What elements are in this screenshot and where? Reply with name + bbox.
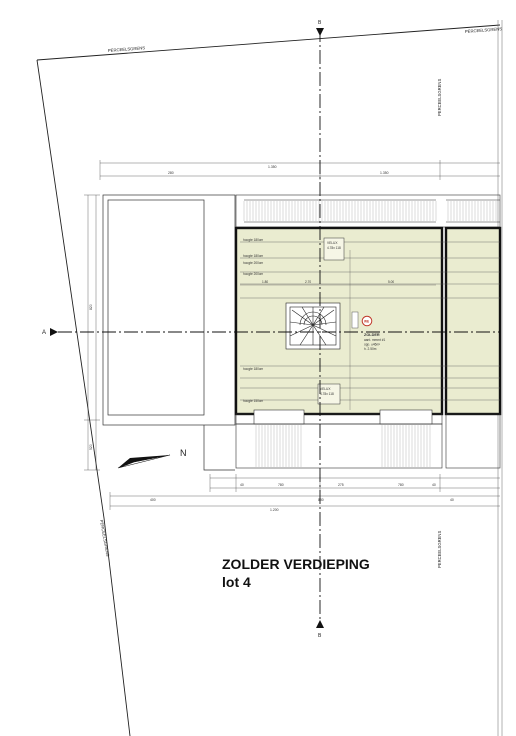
stair-opening: [351, 311, 359, 329]
dim-left-1: 820: [89, 304, 93, 310]
roof-note-6: hoogte 150cm: [243, 399, 264, 403]
roof-gutter-bottom: [235, 409, 501, 469]
window-size-top: 4.78x 118: [327, 246, 341, 250]
room-marker-code: WE: [364, 320, 369, 324]
room-note-1: aant. mmmt #1: [364, 338, 385, 342]
boundary-label-top: PERCEELSGRENS: [108, 45, 146, 53]
boundary-label-right-bottom: PERCEELSGRENS: [437, 531, 442, 568]
boundary-label-left: PERCEELSGRENS: [99, 519, 110, 557]
dimension-lines-left: [84, 194, 100, 471]
section-b-label-bottom: B: [318, 633, 322, 639]
dim-bottom-2: 780: [278, 483, 284, 487]
roof-window-bottom: [317, 383, 341, 405]
gutter-hatch-top: [243, 201, 497, 221]
roof-window-top: [323, 237, 345, 261]
property-boundary: [36, 24, 501, 736]
roof-slope-lines: [240, 241, 500, 401]
roof-note-2: hoogte 180cm: [243, 254, 264, 258]
inner-dim-3: 5.00: [388, 280, 394, 284]
dim-bottom-4: 780: [398, 483, 404, 487]
page-title: ZOLDER VERDIEPING: [222, 556, 370, 572]
left-terrace: [102, 194, 236, 471]
inner-dim-2: 2.70: [305, 280, 311, 284]
dim-bottom2-1: 400: [150, 498, 156, 502]
dim-bottom2-2: 880: [318, 498, 324, 502]
north-arrow: [117, 454, 171, 469]
section-a-label: A: [42, 330, 46, 336]
dim-bottom-3: 275: [338, 483, 344, 487]
boundary-label-top-right: PERCEELSGRENS: [465, 26, 503, 34]
section-b-label-top: B: [318, 20, 322, 26]
inner-dim-1: 1.80: [262, 280, 268, 284]
north-label: N: [180, 448, 187, 458]
dim-top-1: 1.350: [268, 165, 277, 169]
gutter-hatch-bottom: [255, 425, 431, 467]
roof-gutter-top: [235, 194, 501, 228]
room-note-2: opp. ±46m²: [364, 343, 380, 347]
page-subtitle: lot 4: [222, 574, 251, 590]
window-size-bottom: 4.78x 118: [320, 392, 334, 396]
dim-bottom2-3: 40: [450, 498, 454, 502]
inner-dims: [240, 250, 436, 410]
window-label-top: VELUX: [327, 241, 338, 245]
roof-note-3: hoogte 200cm: [243, 261, 264, 265]
dimension-lines-top: [99, 160, 500, 180]
roof-note-1: hoogte 180cm: [243, 238, 264, 242]
dimension-lines-bottom: [109, 474, 500, 510]
dim-bottom-1: 40: [240, 483, 244, 487]
dim-bottom-5: 40: [432, 483, 436, 487]
dim-top-3: 1.350: [380, 171, 389, 175]
boundary-label-right-top: PERCEELSGRENS: [437, 79, 442, 116]
roof-note-5: hoogte 180cm: [243, 367, 264, 371]
window-label-bottom: VELUX: [320, 387, 331, 391]
spiral-staircase: [285, 302, 341, 350]
dim-left-2: 520: [89, 444, 93, 450]
room-marker: [361, 315, 373, 327]
section-axis-b: [316, 28, 324, 628]
dim-top-2: 280: [168, 171, 174, 175]
dim-bottom3-1: 1.200: [270, 508, 279, 512]
roof-note-4: hoogte 200cm: [243, 272, 264, 276]
section-axis-a: [50, 328, 500, 336]
room-note-3: h. 2.50m: [364, 347, 377, 351]
room-label: ZOLDER: [364, 333, 380, 337]
